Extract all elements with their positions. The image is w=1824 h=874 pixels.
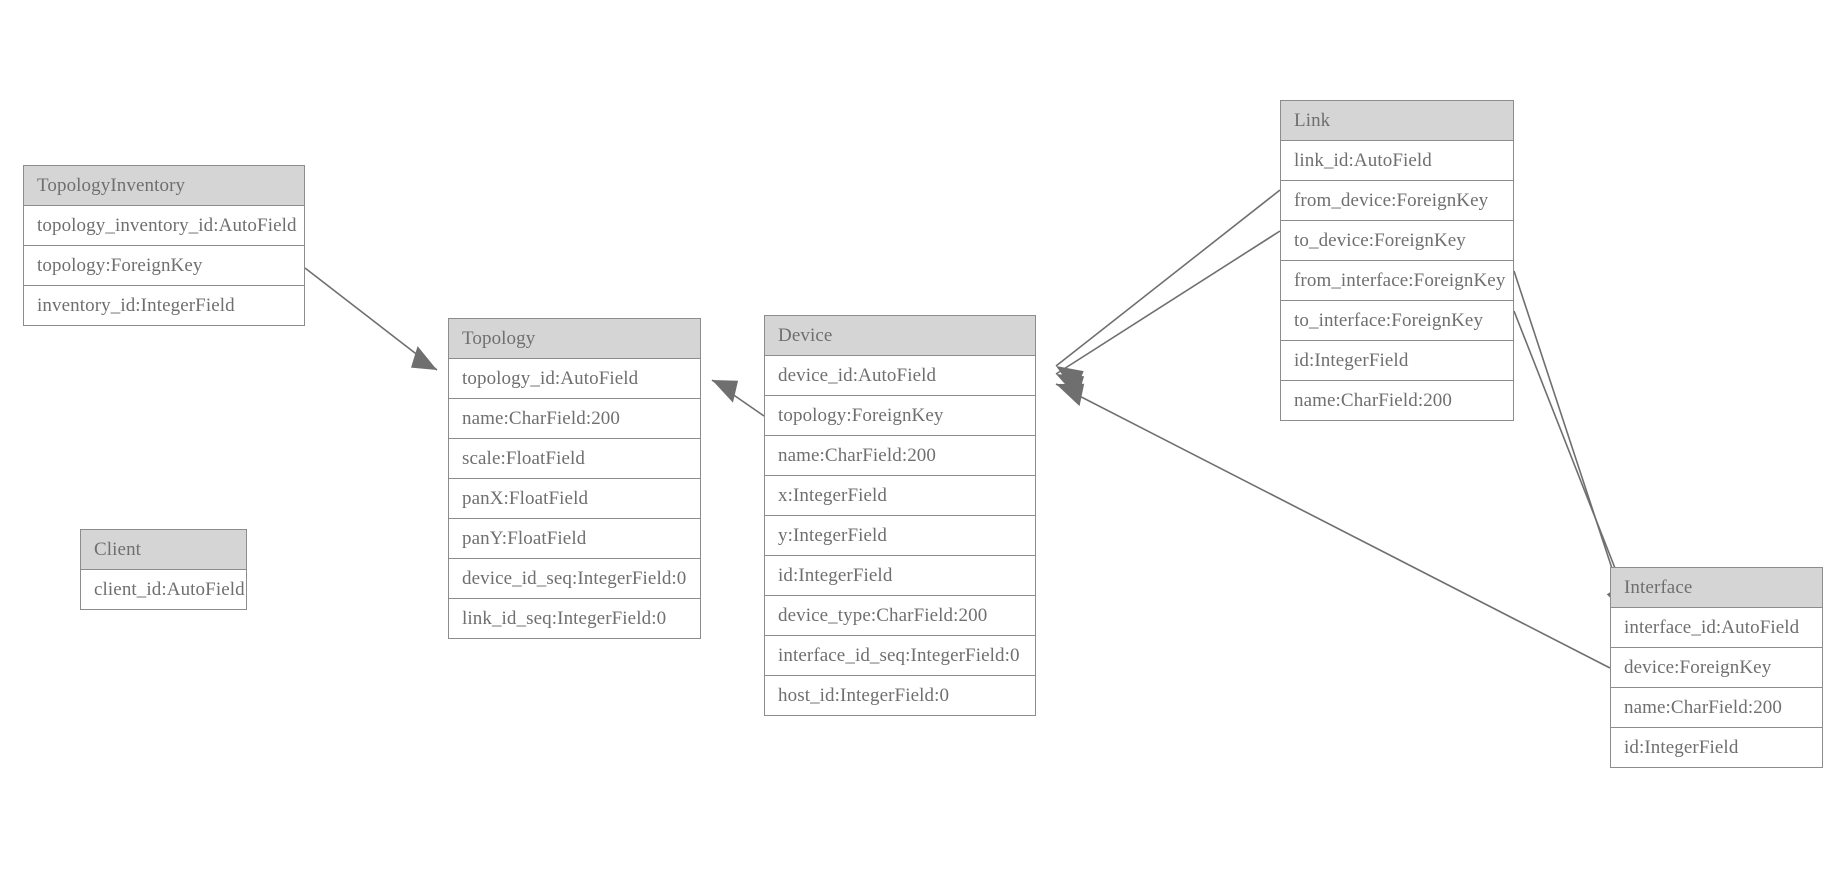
entity-title-device: Device xyxy=(765,316,1035,356)
entity-field: id:IntegerField xyxy=(1611,728,1822,767)
entity-box-interface[interactable]: Interface interface_id:AutoField device:… xyxy=(1610,567,1823,768)
entity-field: panY:FloatField xyxy=(449,519,700,559)
entity-field: name:CharField:200 xyxy=(1281,381,1513,420)
entity-field: topology_inventory_id:AutoField xyxy=(24,206,304,246)
entity-field: topology:ForeignKey xyxy=(24,246,304,286)
entity-field: from_interface:ForeignKey xyxy=(1281,261,1513,301)
entity-field: link_id_seq:IntegerField:0 xyxy=(449,599,700,638)
entity-box-device[interactable]: Device device_id:AutoField topology:Fore… xyxy=(764,315,1036,716)
entity-field: topology_id:AutoField xyxy=(449,359,700,399)
entity-field: panX:FloatField xyxy=(449,479,700,519)
entity-field: interface_id:AutoField xyxy=(1611,608,1822,648)
entity-title-link: Link xyxy=(1281,101,1513,141)
entity-title-interface: Interface xyxy=(1611,568,1822,608)
entity-field: inventory_id:IntegerField xyxy=(24,286,304,325)
entity-field: topology:ForeignKey xyxy=(765,396,1035,436)
entity-field: host_id:IntegerField:0 xyxy=(765,676,1035,715)
relationship-link-from-device xyxy=(1055,189,1281,393)
entity-box-link[interactable]: Link link_id:AutoField from_device:Forei… xyxy=(1280,100,1514,421)
entity-field: name:CharField:200 xyxy=(449,399,700,439)
relationship-device-topology xyxy=(711,379,765,417)
entity-field: to_device:ForeignKey xyxy=(1281,221,1513,261)
entity-field: name:CharField:200 xyxy=(765,436,1035,476)
entity-field: x:IntegerField xyxy=(765,476,1035,516)
entity-field: id:IntegerField xyxy=(765,556,1035,596)
entity-title-topology: Topology xyxy=(449,319,700,359)
entity-field: client_id:AutoField xyxy=(81,570,246,609)
entity-box-topology[interactable]: Topology topology_id:AutoField name:Char… xyxy=(448,318,701,639)
entity-title-topologyinventory: TopologyInventory xyxy=(24,166,304,206)
entity-field: name:CharField:200 xyxy=(1611,688,1822,728)
entity-field: scale:FloatField xyxy=(449,439,700,479)
entity-field: y:IntegerField xyxy=(765,516,1035,556)
relationship-topologyinventory-topology xyxy=(304,267,438,371)
entity-field: device:ForeignKey xyxy=(1611,648,1822,688)
entity-field: from_device:ForeignKey xyxy=(1281,181,1513,221)
entity-field: to_interface:ForeignKey xyxy=(1281,301,1513,341)
entity-title-client: Client xyxy=(81,530,246,570)
entity-box-client[interactable]: Client client_id:AutoField xyxy=(80,529,247,610)
entity-field: interface_id_seq:IntegerField:0 xyxy=(765,636,1035,676)
entity-box-topologyinventory[interactable]: TopologyInventory topology_inventory_id:… xyxy=(23,165,305,326)
relationship-link-to-device xyxy=(1055,230,1281,399)
entity-field: device_id:AutoField xyxy=(765,356,1035,396)
entity-field: device_type:CharField:200 xyxy=(765,596,1035,636)
entity-field: link_id:AutoField xyxy=(1281,141,1513,181)
entity-field: device_id_seq:IntegerField:0 xyxy=(449,559,700,599)
entity-field: id:IntegerField xyxy=(1281,341,1513,381)
